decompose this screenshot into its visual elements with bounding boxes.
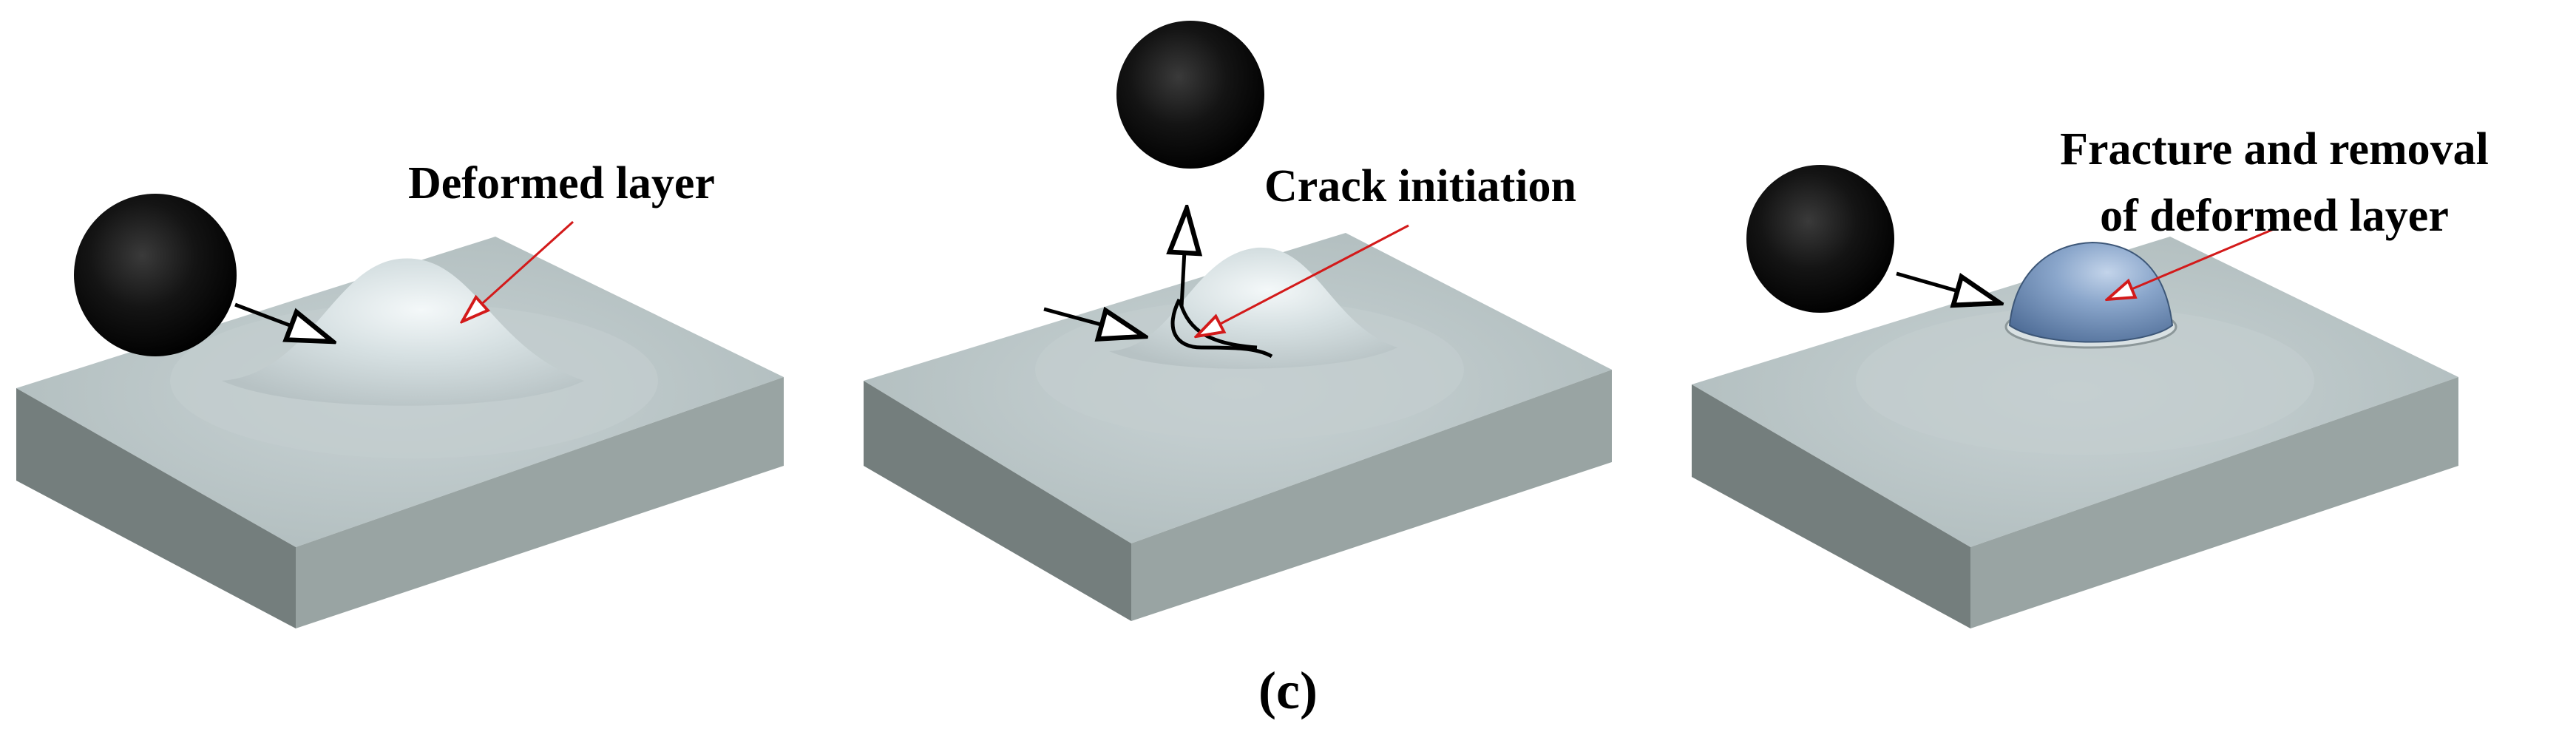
block-side-face	[1131, 370, 1612, 621]
figure-caption: (c)	[1258, 661, 1318, 720]
block-side-face	[1970, 377, 2458, 628]
crack-line	[1170, 298, 1273, 359]
panel-3: Fracture and removal of deformed layer	[1692, 124, 2489, 628]
deformed-bump	[1109, 247, 1397, 369]
panel-2-label: Crack initiation	[1264, 161, 1576, 211]
panel-3-label-line-2: of deformed layer	[2100, 191, 2449, 241]
impact-direction-arrow	[1043, 309, 1145, 336]
impact-ball	[1746, 165, 1894, 313]
panel-3-label: Fracture and removal	[2060, 124, 2489, 174]
block-side-face	[296, 377, 784, 628]
impact-zone	[1856, 307, 2314, 455]
rebound-direction-arrow	[1182, 208, 1187, 308]
impact-direction-arrow	[1896, 271, 2000, 303]
block-front-face	[1692, 384, 1970, 628]
rebound-ball	[1116, 21, 1264, 169]
block-front-face	[16, 388, 296, 628]
impact-ball	[74, 194, 237, 356]
impact-direction-arrow	[234, 302, 333, 342]
panel-2: Crack initiation	[864, 21, 1612, 621]
label-pointer-arrow	[1196, 224, 1409, 336]
label-pointer-arrow	[462, 220, 574, 322]
panel-1-label: Deformed layer	[408, 158, 715, 208]
removed-layer-cap	[2008, 241, 2174, 343]
label-pointer-arrow	[2107, 228, 2274, 299]
panel-1: Deformed layer	[16, 158, 784, 628]
deformed-bump	[222, 258, 584, 406]
block-front-face	[864, 381, 1131, 621]
